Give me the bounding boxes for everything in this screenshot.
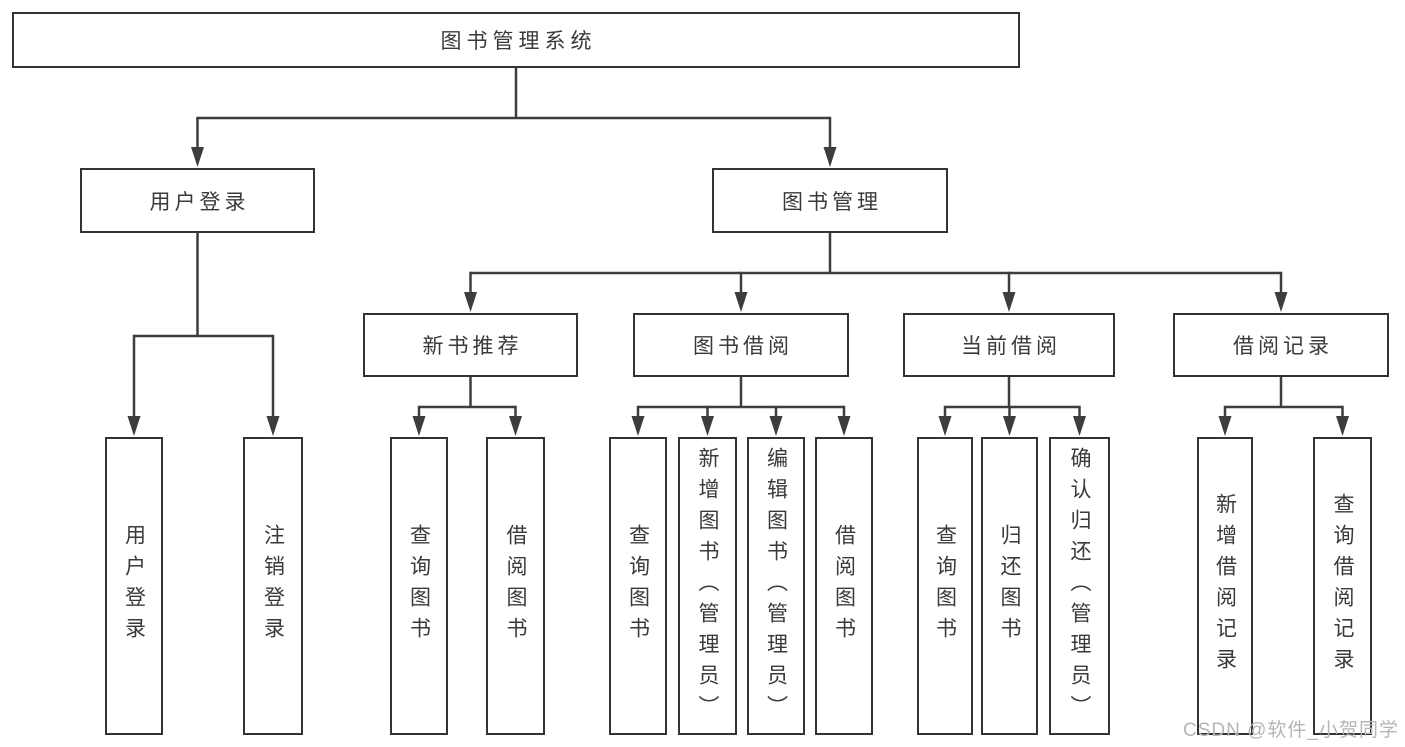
- node-label: 归还图书: [998, 524, 1021, 648]
- node-label: 借阅记录: [1233, 335, 1333, 358]
- arrowhead-icon: [769, 416, 783, 436]
- watermark: CSDN @软件_小贺同学: [1183, 720, 1399, 741]
- node-label: 当前借阅: [961, 335, 1061, 358]
- arrowhead-icon: [1002, 292, 1016, 312]
- node-user-login-group: 用户登录: [80, 168, 315, 233]
- node-label: 查询借阅记录: [1331, 493, 1354, 679]
- node-new-book-recommend: 新书推荐: [363, 313, 578, 377]
- node-label: 确认归还（管理员）: [1068, 446, 1091, 726]
- arrowhead-icon: [701, 416, 714, 436]
- node-label: 借阅图书: [504, 524, 527, 648]
- node-label: 新增借阅记录: [1213, 493, 1237, 679]
- arrowhead-icon: [823, 147, 837, 167]
- node-query-borrow-record: 查询借阅记录: [1313, 437, 1372, 735]
- node-return-books: 归还图书: [981, 437, 1038, 735]
- node-label: 新书推荐: [422, 335, 523, 358]
- arrowhead-icon: [837, 416, 851, 436]
- arrowhead-icon: [938, 416, 952, 436]
- node-label: 用户登录: [149, 190, 250, 214]
- arrowhead-icon: [1336, 416, 1349, 436]
- node-label: 用户登录: [122, 524, 146, 648]
- arrowhead-icon: [1073, 416, 1086, 436]
- arrowhead-icon: [266, 416, 280, 436]
- node-query-books-2: 查询图书: [609, 437, 667, 735]
- node-confirm-return-admin: 确认归还（管理员）: [1049, 437, 1110, 735]
- arrowhead-icon: [1274, 292, 1288, 312]
- node-label: 图书管理系统: [440, 30, 597, 53]
- node-current-borrowing: 当前借阅: [903, 313, 1115, 377]
- node-label: 图书管理: [782, 190, 882, 214]
- node-label: 查询图书: [933, 524, 957, 648]
- arrowhead-icon: [191, 147, 204, 167]
- node-label: 新增图书（管理员）: [696, 446, 719, 726]
- arrowhead-icon: [1218, 416, 1232, 436]
- node-logout: 注销登录: [243, 437, 303, 735]
- node-user-login: 用户登录: [105, 437, 163, 735]
- arrowhead-icon: [1003, 416, 1016, 436]
- arrowhead-icon: [412, 416, 426, 436]
- node-label: 编辑图书（管理员）: [764, 446, 788, 726]
- node-label: 借阅图书: [832, 524, 856, 648]
- node-book-borrowing: 图书借阅: [633, 313, 849, 377]
- node-label: 查询图书: [626, 524, 650, 648]
- node-label: 图书借阅: [693, 335, 793, 358]
- node-label: 查询图书: [407, 524, 431, 648]
- node-borrow-books-1: 借阅图书: [486, 437, 545, 735]
- arrowhead-icon: [509, 416, 522, 436]
- arrowhead-icon: [631, 416, 645, 436]
- node-add-books-admin: 新增图书（管理员）: [678, 437, 737, 735]
- node-borrow-books-2: 借阅图书: [815, 437, 873, 735]
- node-book-management: 图书管理: [712, 168, 948, 233]
- node-borrowing-records: 借阅记录: [1173, 313, 1389, 377]
- node-add-borrow-record: 新增借阅记录: [1197, 437, 1253, 735]
- arrowhead-icon: [734, 292, 748, 312]
- node-query-books-1: 查询图书: [390, 437, 448, 735]
- arrowhead-icon: [464, 292, 477, 312]
- node-label: 注销登录: [261, 524, 285, 648]
- node-root: 图书管理系统: [12, 12, 1020, 68]
- node-edit-books-admin: 编辑图书（管理员）: [747, 437, 805, 735]
- node-query-books-3: 查询图书: [917, 437, 973, 735]
- arrowhead-icon: [127, 416, 141, 436]
